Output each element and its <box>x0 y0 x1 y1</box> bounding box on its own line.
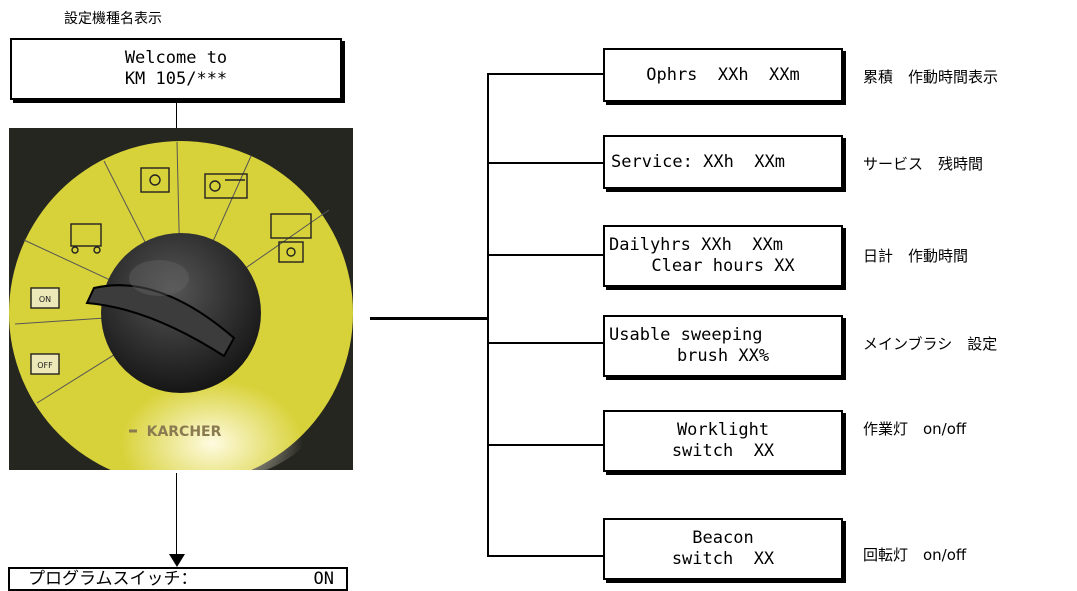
menu-item-ophrs: Ophrs XXh XXm <box>603 48 843 102</box>
menu-item-service: Service: XXh XXm <box>603 135 843 189</box>
vacuum-brush-icon <box>270 213 312 263</box>
menu-item-line-1: Beacon <box>692 528 754 548</box>
menu-item-desc: 累積 作動時間表示 <box>863 68 999 86</box>
branch-beacon <box>487 555 603 557</box>
menu-item-line-2: Clear hours XX <box>651 256 795 276</box>
down-arrow-line <box>176 473 177 559</box>
menu-item-desc: 作業灯 on/off <box>863 420 967 438</box>
menu-item-line-2: brush XX% <box>676 346 770 366</box>
knob-grip <box>85 284 236 358</box>
branch-ophrs <box>487 73 603 75</box>
branch-service <box>487 162 603 164</box>
menu-item-desc: メインブラシ 設定 <box>863 335 998 353</box>
menu-item-desc: 日計 作動時間 <box>863 247 969 265</box>
off-label: OFF <box>37 361 53 370</box>
dial-to-menu-connector <box>370 317 488 320</box>
menu-item-line-1: Usable sweeping <box>609 325 763 345</box>
menu-item-line-1: Service: XXh XXm <box>611 151 785 172</box>
program-switch-dial[interactable]: ON OFF KARCHER <box>9 128 353 470</box>
menu-item-line-1: Worklight <box>676 420 770 440</box>
menu-item-desc: サービス 残時間 <box>863 155 984 173</box>
branch-worklight <box>487 444 603 446</box>
on-label: ON <box>39 295 51 304</box>
brush-vacuum-icon <box>204 173 248 199</box>
welcome-line-2: KM 105/*** <box>124 69 228 89</box>
program-switch-value: ON <box>313 568 334 589</box>
on-button-icon <box>30 287 60 309</box>
down-arrow-icon <box>169 554 185 567</box>
menu-trunk-line <box>487 73 489 557</box>
menu-item-line-1: Dailyhrs XXh XXm <box>609 235 783 255</box>
branch-dailyhrs <box>487 254 603 256</box>
menu-item-desc: 回転灯 on/off <box>863 546 967 564</box>
welcome-line-1: Welcome to <box>124 48 228 68</box>
menu-item-line-2: switch XX <box>671 441 775 461</box>
off-button-icon <box>30 353 60 375</box>
brand-logo: KARCHER <box>147 424 222 440</box>
menu-item-dailyhrs: Dailyhrs XXh XXm Clear hours XX <box>603 225 843 287</box>
program-switch-label: プログラムスイッチ： <box>28 568 198 589</box>
menu-item-beacon: Beacon switch XX <box>603 518 843 580</box>
menu-item-brush: Usable sweeping brush XX% <box>603 315 843 377</box>
menu-item-line-2: switch XX <box>671 549 775 569</box>
welcome-connector <box>176 102 177 130</box>
brush-icon <box>140 167 170 193</box>
vehicle-icon <box>70 223 102 254</box>
model-name-caption: 設定機種名表示 <box>64 11 162 27</box>
program-switch-display: プログラムスイッチ： ON <box>8 567 348 591</box>
menu-item-worklight: Worklight switch XX <box>603 410 843 472</box>
branch-brush <box>487 342 603 344</box>
welcome-display: Welcome to KM 105/*** <box>10 38 342 100</box>
menu-item-line-1: Ophrs XXh XXm <box>646 64 800 85</box>
